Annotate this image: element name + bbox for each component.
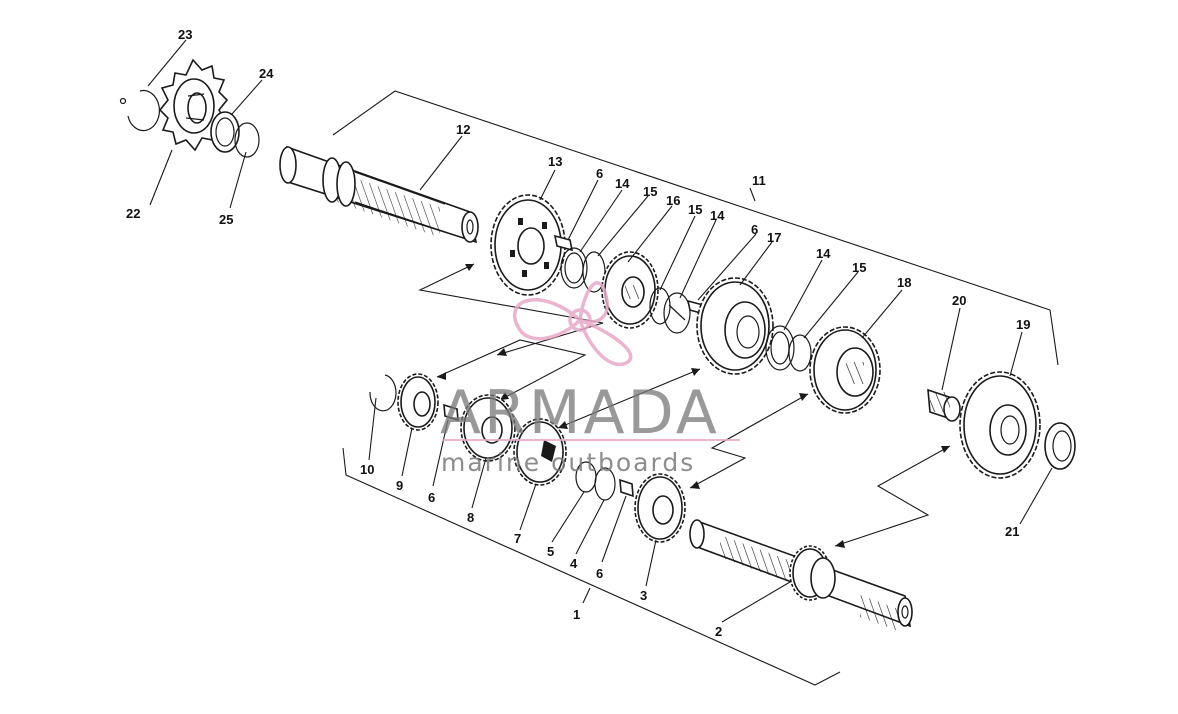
callout-11: 11 — [752, 173, 766, 188]
propeller-logo-icon — [512, 281, 633, 367]
callout-2: 2 — [715, 624, 722, 639]
washer-14-middle — [663, 292, 691, 334]
circlip-10 — [369, 374, 397, 412]
callout-19: 19 — [1016, 317, 1030, 332]
needle-bearing-20 — [927, 388, 961, 422]
callout-9: 9 — [396, 478, 403, 493]
callout-15-middle: 15 — [688, 202, 702, 217]
gear-16 — [601, 251, 659, 329]
engagement-arrows — [418, 263, 951, 548]
gear-13 — [490, 194, 566, 296]
gear-18 — [809, 326, 881, 414]
callout-24: 24 — [259, 66, 274, 81]
callout-5: 5 — [547, 544, 554, 559]
callout-1: 1 — [573, 607, 580, 622]
callout-14-upper: 14 — [615, 176, 630, 191]
callout-17: 17 — [767, 230, 781, 245]
callout-21: 21 — [1005, 524, 1019, 539]
gear-9 — [397, 373, 439, 431]
callout-3: 3 — [640, 588, 647, 603]
callout-14-middle: 14 — [710, 208, 725, 223]
callout-22: 22 — [126, 206, 140, 221]
callout-15-upper: 15 — [643, 184, 657, 199]
gear-3 — [634, 473, 686, 543]
o-ring-25 — [234, 122, 260, 158]
primary-shaft-12 — [279, 145, 479, 244]
circlip-4 — [594, 467, 616, 501]
callout-25: 25 — [219, 212, 233, 227]
watermark-tagline: marine outboards — [441, 448, 695, 477]
callout-13: 13 — [548, 154, 562, 169]
callout-6-right: 6 — [751, 222, 758, 237]
bushing-6-left — [443, 403, 459, 422]
callout-18: 18 — [897, 275, 911, 290]
gear-8 — [460, 394, 516, 462]
callout-15-right: 15 — [852, 260, 866, 275]
callout-8: 8 — [467, 510, 474, 525]
callout-4: 4 — [570, 556, 578, 571]
callout-10: 10 — [360, 462, 374, 477]
watermark-brand: ARMADA — [440, 378, 720, 448]
callout-labels: 23 24 22 25 12 13 6 14 15 16 15 14 11 6 … — [126, 27, 1030, 639]
bracket-primary-shaft-assembly — [332, 90, 1059, 366]
callout-14-right: 14 — [816, 246, 831, 261]
callout-16: 16 — [666, 193, 680, 208]
secondary-shaft-2 — [689, 519, 913, 632]
leader-lines — [147, 39, 1053, 623]
gear-19 — [959, 371, 1041, 479]
callout-6-left: 6 — [428, 490, 435, 505]
thrust-washer-21 — [1044, 422, 1076, 470]
circlip-15-right — [788, 334, 812, 372]
gear-7 — [513, 418, 567, 486]
spacer-24 — [210, 111, 240, 153]
callout-20: 20 — [952, 293, 966, 308]
callout-7: 7 — [514, 531, 521, 546]
callout-12: 12 — [456, 122, 470, 137]
circlip-23 — [119, 89, 160, 132]
gear-17 — [696, 277, 774, 375]
bushing-6-lower — [619, 478, 634, 498]
drive-sprocket-22 — [158, 58, 229, 152]
watermark: ARMADA marine outboards — [440, 281, 740, 477]
callout-6-upper: 6 — [596, 166, 603, 181]
bracket-secondary-shaft-assembly — [342, 447, 841, 686]
callout-23: 23 — [178, 27, 192, 42]
callout-6-lower: 6 — [596, 566, 603, 581]
